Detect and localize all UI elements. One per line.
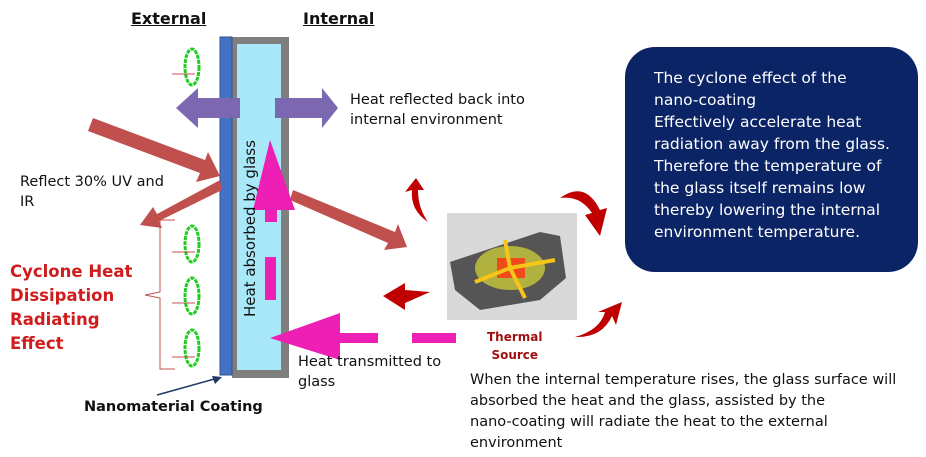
info-line: Effectively accelerate heat xyxy=(654,113,862,131)
reflected-radiation-arrow xyxy=(140,180,222,228)
red-curved-arrows xyxy=(383,178,622,338)
external-label: External xyxy=(131,9,207,28)
heat-transmitted-label: Heat transmitted to glass xyxy=(298,352,441,392)
info-line: Therefore the temperature of xyxy=(654,157,882,175)
thermal-line: Source xyxy=(491,348,539,362)
heat-reflected-line: internal environment xyxy=(350,112,503,128)
coating-pointer xyxy=(156,377,219,396)
info-line: thereby lowering the internal xyxy=(654,201,881,219)
nanomaterial-coating xyxy=(219,36,233,376)
description-line: When the internal temperature rises, the… xyxy=(470,372,897,388)
cyclone-line: Radiating xyxy=(10,310,100,329)
reflect-uv-line: IR xyxy=(20,194,35,210)
thermal-source-image xyxy=(447,213,577,320)
description-line: nano-coating will radiate the heat to th… xyxy=(470,414,828,430)
thermal-source-label: Thermal Source xyxy=(487,328,543,364)
reflect-uv-line: Reflect 30% UV and xyxy=(20,174,164,190)
internal-label: Internal xyxy=(303,9,375,28)
thermal-line: Thermal xyxy=(487,330,543,344)
cyclone-line: Effect xyxy=(10,334,64,353)
incoming-radiation-arrow xyxy=(88,118,220,182)
purple-arrow-right xyxy=(275,88,338,128)
heat-left-arrow xyxy=(270,313,378,360)
heat-up-dash xyxy=(265,257,276,300)
description-line: absorbed the heat and the glass, assiste… xyxy=(470,393,826,409)
reflect-uv-label: Reflect 30% UV and IR xyxy=(20,172,164,212)
description-line: environment xyxy=(470,435,563,451)
info-box xyxy=(625,47,918,272)
info-line: radiation away from the glass. xyxy=(654,135,890,153)
transmitted-radiation-arrow xyxy=(290,190,407,250)
cyclone-effect-label: Cyclone Heat Dissipation Radiating Effec… xyxy=(10,260,132,356)
cyclone-line: Cyclone Heat xyxy=(10,262,133,281)
cyclone-brace xyxy=(144,219,175,370)
cyclone-line: Dissipation xyxy=(10,286,115,305)
info-line: The cyclone effect of the xyxy=(654,69,847,87)
purple-arrow-left xyxy=(176,88,240,128)
info-box-text: The cyclone effect of the nano-coating E… xyxy=(654,67,890,243)
info-line: the glass itself remains low xyxy=(654,179,866,197)
heat-transmitted-line: glass xyxy=(298,374,336,390)
nanomaterial-coating-label: Nanomaterial Coating xyxy=(84,399,263,415)
heat-left-dash xyxy=(412,333,456,343)
heat-reflected-label: Heat reflected back into internal enviro… xyxy=(350,90,525,130)
heat-absorbed-label: Heat absorbed by glass xyxy=(241,140,259,317)
cyclone-icons xyxy=(183,47,201,368)
bottom-description: When the internal temperature rises, the… xyxy=(470,370,896,454)
info-line: environment temperature. xyxy=(654,223,860,241)
heat-reflected-line: Heat reflected back into xyxy=(350,92,525,108)
heat-transmitted-line: Heat transmitted to xyxy=(298,354,442,370)
heat-up-arrow xyxy=(253,140,295,222)
info-line: nano-coating xyxy=(654,91,757,109)
